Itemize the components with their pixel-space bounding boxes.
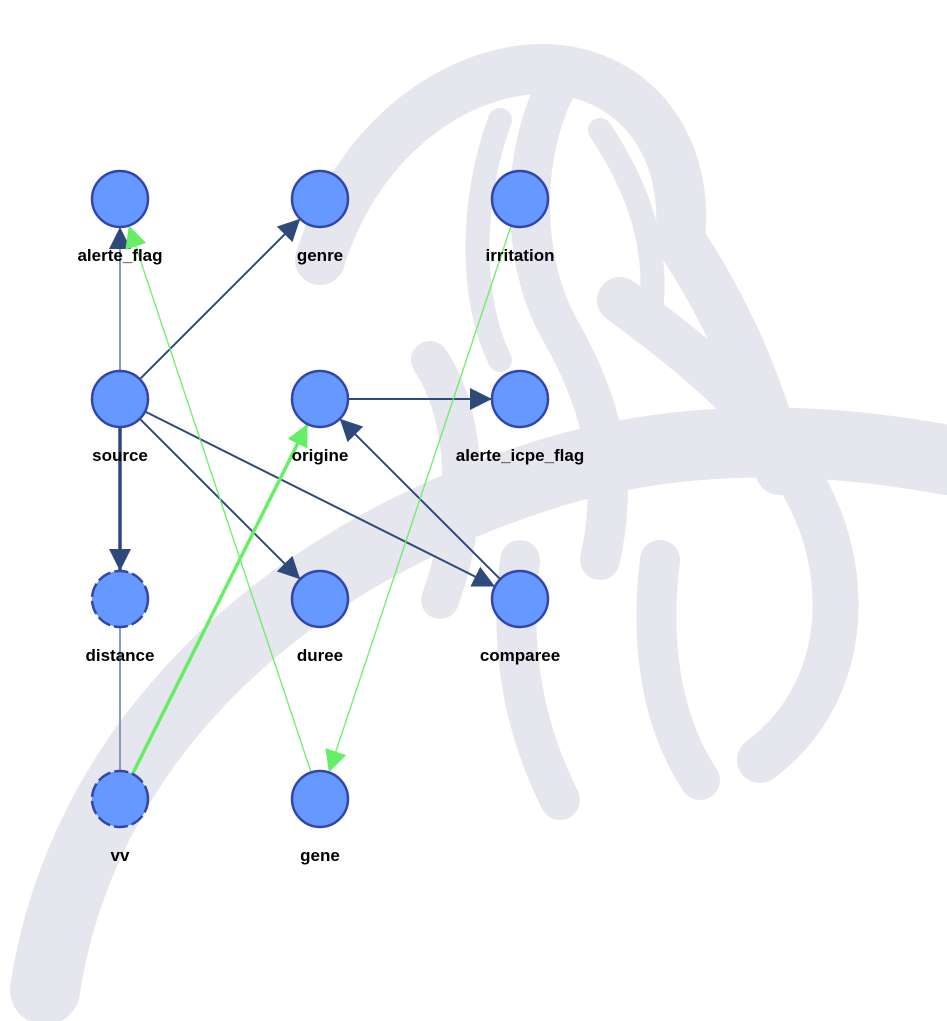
node-label: distance — [86, 646, 155, 665]
edge-vv-to-origine — [130, 423, 310, 775]
node-distance[interactable]: distance — [86, 569, 155, 665]
node-vv[interactable]: vv — [90, 769, 150, 865]
node-genre[interactable]: genre — [290, 169, 350, 265]
node-label: origine — [292, 446, 349, 465]
node-label: comparee — [480, 646, 560, 665]
edge-source-to-genre — [139, 218, 301, 380]
node-alerte_flag[interactable]: alerte_flag — [77, 169, 163, 265]
node-circle[interactable] — [90, 769, 150, 829]
node-circle[interactable] — [290, 169, 350, 229]
node-irritation[interactable]: irritation — [486, 169, 555, 265]
node-label: duree — [297, 646, 343, 665]
node-label: irritation — [486, 246, 555, 265]
node-label: alerte_icpe_flag — [456, 446, 585, 465]
node-label: alerte_flag — [77, 246, 162, 265]
node-origine[interactable]: origine — [290, 369, 350, 465]
edge-gene-to-alerte_flag — [125, 225, 312, 773]
node-alerte_icpe_flag[interactable]: alerte_icpe_flag — [456, 369, 585, 465]
node-circle[interactable] — [90, 569, 150, 629]
node-circle[interactable] — [90, 169, 150, 229]
node-label: genre — [297, 246, 343, 265]
node-circle[interactable] — [490, 569, 550, 629]
node-circle[interactable] — [290, 769, 350, 829]
node-gene[interactable]: gene — [290, 769, 350, 865]
edge-irritation-to-gene — [325, 225, 512, 773]
node-label: source — [92, 446, 148, 465]
node-comparee[interactable]: comparee — [480, 569, 560, 665]
node-circle[interactable] — [490, 169, 550, 229]
edge-source-to-comparee — [144, 410, 496, 588]
node-source[interactable]: source — [90, 369, 150, 465]
node-circle[interactable] — [490, 369, 550, 429]
node-circle[interactable] — [290, 569, 350, 629]
node-label: gene — [300, 846, 340, 865]
node-label: vv — [111, 846, 130, 865]
node-duree[interactable]: duree — [290, 569, 350, 665]
node-circle[interactable] — [290, 369, 350, 429]
node-circle[interactable] — [90, 369, 150, 429]
